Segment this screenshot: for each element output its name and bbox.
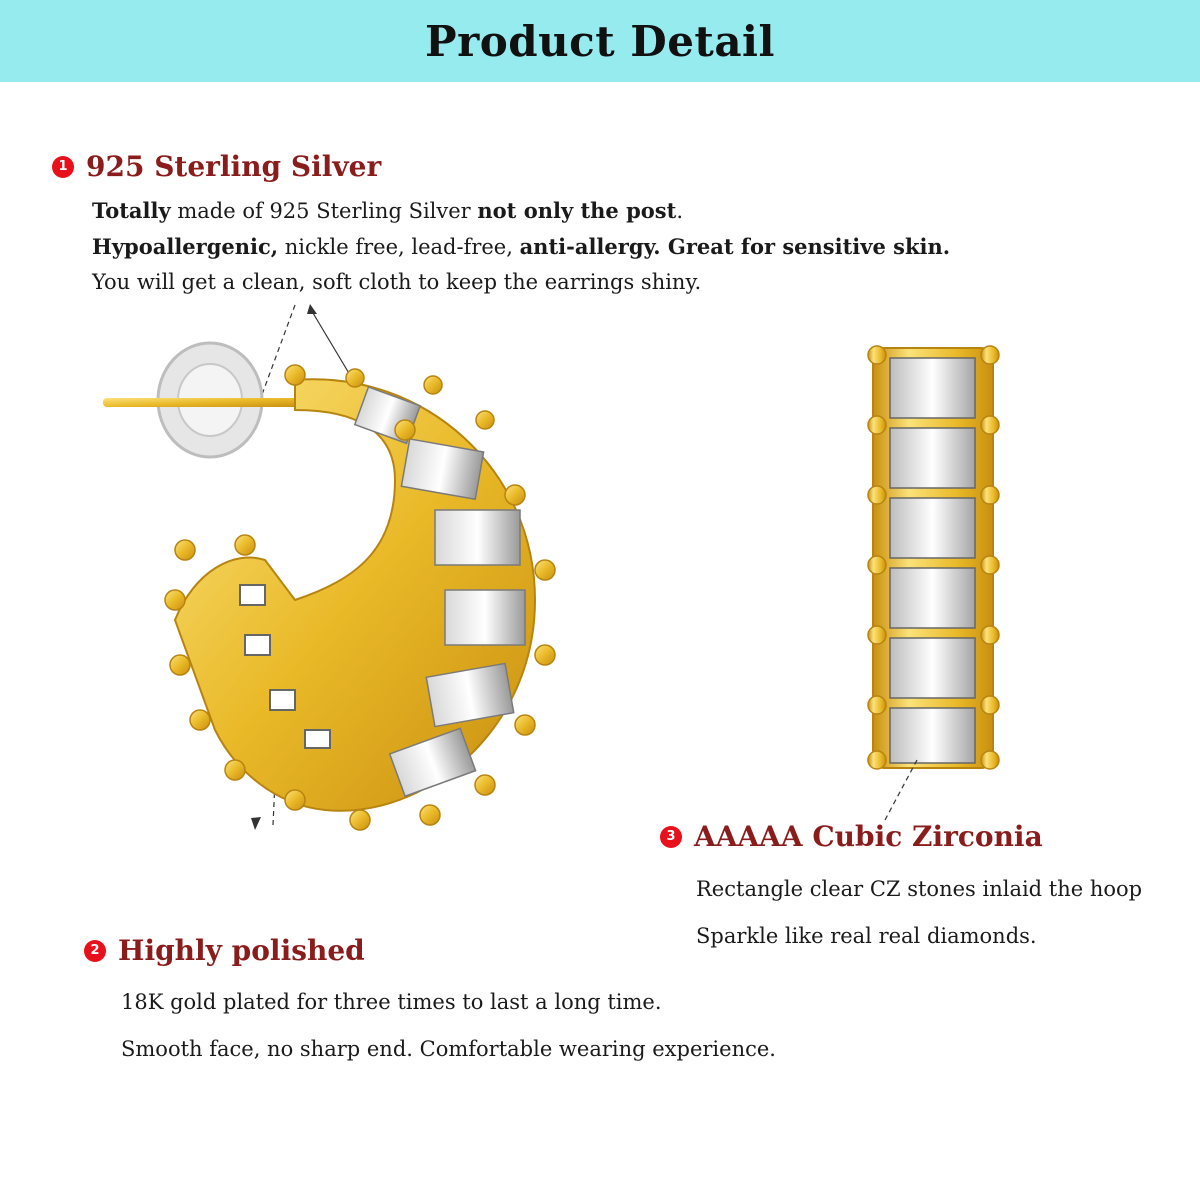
feature-heading: 3 AAAAA Cubic Zirconia — [660, 820, 1043, 853]
feature-heading: 2 Highly polished — [84, 934, 365, 967]
pointer-line — [309, 307, 354, 381]
title-banner: Product Detail — [0, 0, 1200, 82]
number-badge: 3 — [660, 825, 682, 848]
feature-line: Rectangle clear CZ stones inlaid the hoo… — [696, 877, 1143, 901]
cz-stones — [353, 386, 526, 798]
feature-line: Totally made of 925 Sterling Silver not … — [92, 198, 683, 223]
feature-title: 925 Sterling Silver — [86, 150, 382, 183]
feature-title: Highly polished — [118, 934, 365, 967]
number-badge: 1 — [52, 155, 74, 178]
number-badge: 2 — [84, 939, 106, 962]
feature-title: AAAAA Cubic Zirconia — [694, 820, 1043, 853]
feature-line: 18K gold plated for three times to last … — [121, 990, 662, 1014]
feature-cubic-zirconia: 3 AAAAA Cubic Zirconia Rectangle clear C… — [660, 820, 1142, 948]
earring-side-view-image — [103, 304, 556, 831]
feature-highly-polished: 2 Highly polished 18K gold plated for th… — [84, 934, 776, 1061]
earring-front-view-image — [867, 345, 1000, 821]
feature-sterling-silver: 1 925 Sterling Silver Totally made of 92… — [52, 150, 950, 294]
prongs — [164, 364, 556, 831]
page-title: Product Detail — [425, 16, 775, 66]
feature-line: Hypoallergenic, nickle free, lead-free, … — [92, 234, 951, 259]
pointer-line — [259, 304, 296, 401]
earring-post — [103, 398, 303, 407]
feature-heading: 1 925 Sterling Silver — [52, 150, 381, 183]
prongs — [867, 345, 1000, 770]
feature-line: You will get a clean, soft cloth to keep… — [92, 270, 702, 294]
feature-line: Smooth face, no sharp end. Comfortable w… — [121, 1037, 776, 1061]
cz-stones — [889, 357, 976, 764]
pointer-line — [884, 759, 918, 821]
feature-line: Sparkle like real real diamonds. — [696, 924, 1037, 948]
